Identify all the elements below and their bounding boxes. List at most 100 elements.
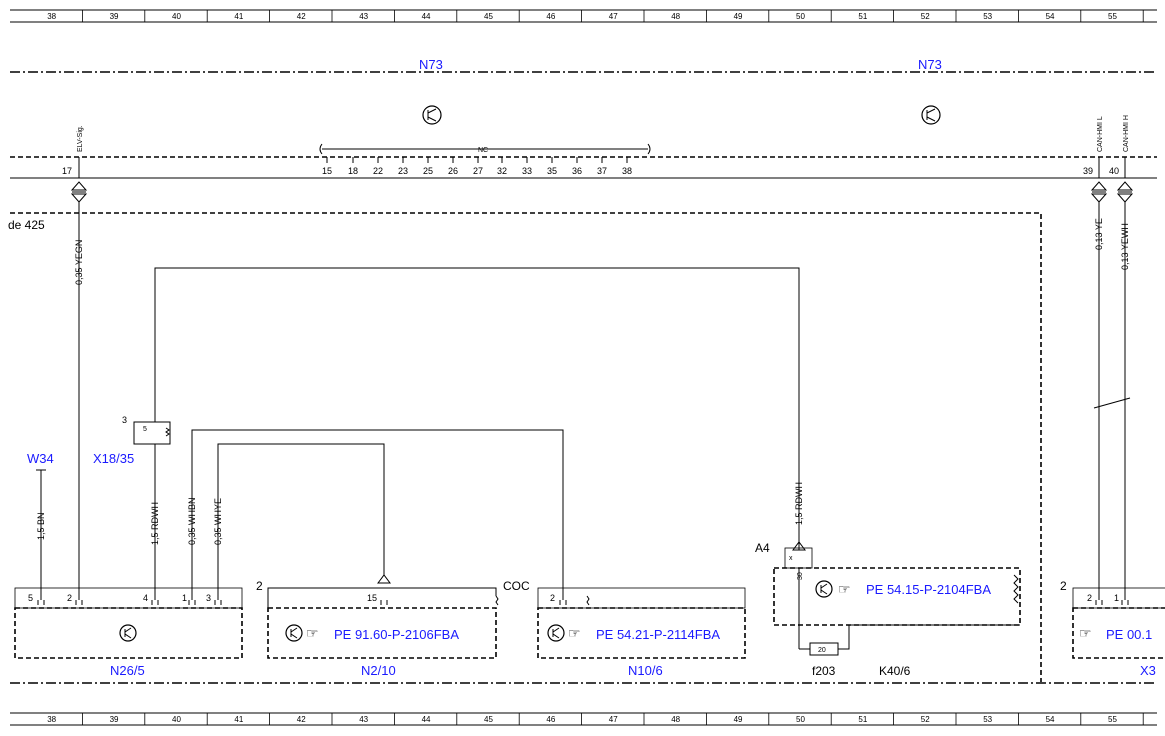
bus-pin-label: 33 — [522, 166, 532, 176]
ruler-column-label: 39 — [110, 12, 119, 21]
n10-pin-2: 2 — [550, 593, 555, 603]
pin-40: 40 — [1109, 166, 1119, 176]
bus-pin-label: 36 — [572, 166, 582, 176]
bus-pin-label: 25 — [423, 166, 433, 176]
ruler-column-label: 52 — [921, 715, 930, 724]
n2-pin-15: 15 — [367, 593, 377, 603]
wire-label-whye: 0,35 WHYE — [213, 498, 223, 545]
bus-pin-label: 15 — [322, 166, 332, 176]
n10-6-module — [537, 607, 746, 659]
bus-pin-label: 37 — [597, 166, 607, 176]
n26-pin-2: 2 — [67, 593, 72, 603]
x18-pin-5: 5 — [143, 426, 147, 433]
k40-ref-link[interactable]: PE 54.15-P-2104FBA — [866, 582, 991, 597]
can-l-label: CAN-HMI L — [1097, 116, 1104, 152]
w34-label: W34 — [27, 451, 54, 466]
x18-pin-3: 3 — [122, 415, 127, 425]
transistor-icon — [285, 624, 303, 642]
pin-17: 17 — [62, 166, 72, 176]
can-h-label: CAN-HMI H — [1123, 115, 1130, 152]
x3-pin-1: 1 — [1114, 593, 1119, 603]
k40-x-mark: x — [789, 555, 793, 562]
ruler-column-label: 49 — [734, 12, 743, 21]
ruler-column-label: 52 — [921, 12, 930, 21]
bus-pin-label: 18 — [348, 166, 358, 176]
ruler-column-label: 44 — [422, 12, 431, 21]
ruler-column-label: 47 — [609, 715, 618, 724]
x3-pin-2: 2 — [1087, 593, 1092, 603]
ruler-column-label: 45 — [484, 715, 493, 724]
n26-5-label: N26/5 — [110, 663, 145, 678]
nc-label: NC — [478, 147, 488, 154]
plug-connector — [70, 181, 88, 203]
ruler-column-label: 51 — [858, 715, 867, 724]
ruler-column-label: 46 — [546, 715, 555, 724]
wire-label-ye: 0,13 YE — [1094, 218, 1104, 250]
twisted-pair-mark — [1093, 397, 1131, 409]
wire-label-rdwh-right: 1,5 RDWH — [794, 482, 804, 525]
ruler-column-label: 53 — [983, 12, 992, 21]
ruler-column-label: 48 — [671, 715, 680, 724]
fuse-rating: 20 — [818, 647, 826, 654]
k40-pin-30: 30 — [797, 572, 804, 580]
pointing-hand-icon: ☞ — [838, 581, 851, 597]
bus-pin-label: 23 — [398, 166, 408, 176]
bus-pin-label: 35 — [547, 166, 557, 176]
wire-label-yewh: 0,13 YEWH — [1120, 223, 1130, 270]
ruler-column-label: 43 — [359, 12, 368, 21]
fuse-f203 — [809, 642, 839, 656]
n26-pin-1: 1 — [182, 593, 187, 603]
n2-10-module — [267, 607, 497, 659]
x18-35-label: X18/35 — [93, 451, 134, 466]
x3-ref-link[interactable]: PE 00.1 — [1106, 627, 1152, 642]
wire-label-yegn: 0,35 YEGN — [74, 240, 84, 285]
ruler-column-label: 55 — [1108, 12, 1117, 21]
ruler-column-label: 54 — [1046, 715, 1055, 724]
pointing-hand-icon: ☞ — [306, 625, 319, 641]
ruler-column-label: 41 — [234, 715, 243, 724]
ruler-column-label: 45 — [484, 12, 493, 21]
n2-ref-link[interactable]: PE 91.60-P-2106FBA — [334, 627, 459, 642]
ruler-column-label: 40 — [172, 12, 181, 21]
ruler-column-label: 50 — [796, 715, 805, 724]
n73-label-right: N73 — [918, 57, 942, 72]
transistor-icon — [119, 624, 137, 642]
region-label: de 425 — [8, 218, 45, 232]
ruler-column-label: 44 — [422, 715, 431, 724]
transistor-icon — [815, 580, 833, 598]
n10-6-label: N10/6 — [628, 663, 663, 678]
coc-label: COC — [503, 579, 530, 593]
ruler-column-label: 41 — [234, 12, 243, 21]
a4-label: A4 — [755, 541, 770, 555]
ruler-column-label: 49 — [734, 715, 743, 724]
region-boundary — [10, 212, 1042, 682]
ruler-column-label: 46 — [546, 12, 555, 21]
transistor-icon — [921, 105, 941, 125]
n73-label-left: N73 — [419, 57, 443, 72]
ruler-column-label: 55 — [1108, 715, 1117, 724]
pointing-hand-icon: ☞ — [568, 625, 581, 641]
pointing-hand-icon: ☞ — [1079, 625, 1092, 641]
x3-label: X3 — [1140, 663, 1156, 678]
plug-connector — [1090, 181, 1108, 203]
ruler-column-label: 40 — [172, 715, 181, 724]
ruler-column-label: 51 — [858, 12, 867, 21]
transistor-icon — [547, 624, 565, 642]
ruler-column-label: 43 — [359, 715, 368, 724]
bus-pin-label: 32 — [497, 166, 507, 176]
n2-10-label: N2/10 — [361, 663, 396, 678]
elv-signal-label: ELV-Sig. — [77, 125, 84, 152]
wire-label-whbn: 0,35 WHBN — [187, 497, 197, 545]
k40-6-label: K40/6 — [879, 664, 911, 678]
x3-connector-number: 2 — [1060, 579, 1067, 593]
ruler-column-label: 54 — [1046, 12, 1055, 21]
pin-stubs — [37, 600, 1129, 605]
n26-pin-5: 5 — [28, 593, 33, 603]
n10-ref-link[interactable]: PE 54.21-P-2114FBA — [596, 627, 720, 642]
ruler-column-label: 50 — [796, 12, 805, 21]
x18-35-box — [133, 421, 171, 445]
